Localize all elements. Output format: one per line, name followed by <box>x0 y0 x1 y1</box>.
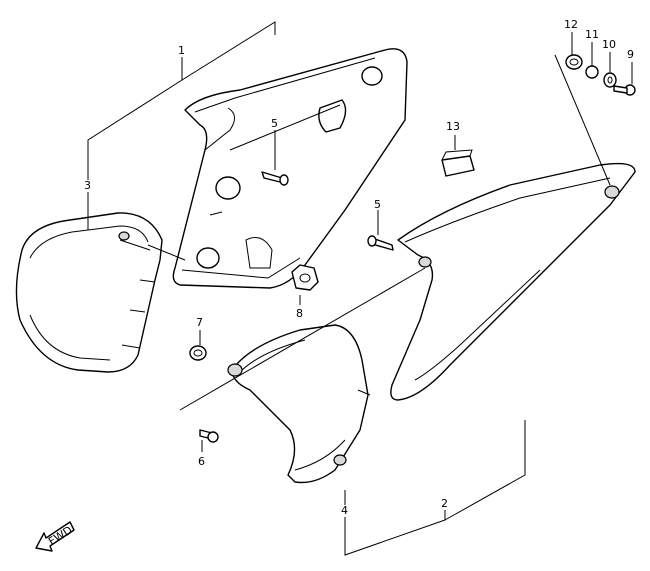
part-2-tank-cover <box>390 162 636 401</box>
part-11-collar <box>585 65 599 79</box>
fwd-arrow: FWD <box>35 521 75 552</box>
part-12-grommet <box>565 54 583 70</box>
callout-2: 2 <box>441 497 448 510</box>
callout-11: 11 <box>585 28 599 41</box>
part-9-screw <box>613 84 636 96</box>
callout-3: 3 <box>84 179 91 192</box>
callout-9: 9 <box>627 48 634 61</box>
callout-1: 1 <box>178 44 185 57</box>
callout-8: 8 <box>296 307 303 320</box>
callout-4: 4 <box>341 504 348 517</box>
callout-7: 7 <box>196 316 203 329</box>
callout-10: 10 <box>602 38 616 51</box>
part-13-block <box>441 149 475 177</box>
callout-6: 6 <box>198 455 205 468</box>
leader-lines <box>87 21 633 556</box>
part-1-side-cover <box>172 48 408 289</box>
callout-5-upper: 5 <box>271 117 278 130</box>
callout-5-lower: 5 <box>374 198 381 211</box>
part-10-washer <box>603 72 617 88</box>
callout-13: 13 <box>446 120 460 133</box>
part-3-frame-cover <box>15 212 163 373</box>
part-7-grommet <box>189 345 207 361</box>
part-8-cushion <box>291 264 319 291</box>
callout-12: 12 <box>564 18 578 31</box>
part-5-screw-upper <box>261 171 289 186</box>
part-5-screw-lower <box>367 235 394 251</box>
part-6-screw <box>199 429 219 443</box>
part-4-lower-cover <box>227 324 371 484</box>
